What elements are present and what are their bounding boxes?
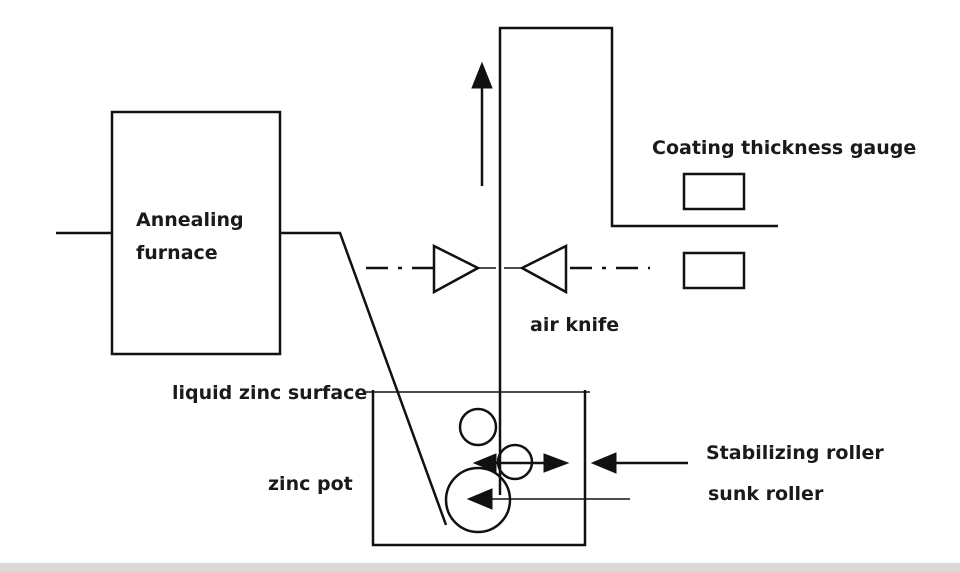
air-knife-label: air knife — [530, 314, 619, 336]
annealing-furnace-label-line2: furnace — [136, 242, 218, 264]
coating-gauge-lower-sensor — [682, 251, 746, 290]
coating-thickness-gauge-label: Coating thickness gauge — [652, 137, 916, 159]
bottom-border-bar — [0, 563, 960, 572]
coating-gauge-upper-sensor — [682, 172, 746, 211]
air-knife-right-nozzle — [519, 243, 568, 295]
liquid-zinc-surface-label: liquid zinc surface — [172, 382, 367, 404]
stabilizer-adjust-arrow-right-head — [543, 453, 570, 473]
strip-ascent-line — [498, 26, 778, 495]
annealing-furnace-label-line1: Annealing — [136, 209, 244, 231]
strip-descent-line — [280, 231, 448, 526]
zinc-pot-label: zinc pot — [268, 473, 353, 495]
air-knife-left-nozzle — [432, 243, 481, 295]
stabilizing-roller-pointer-head — [590, 452, 617, 474]
annealing-furnace-box — [110, 110, 282, 356]
stabilizer-adjust-arrow-left-head — [472, 453, 497, 473]
stabilizing-roller-label: Stabilizing roller — [706, 442, 884, 464]
sunk-roller-pointer-head — [466, 488, 493, 510]
upper-roller — [458, 407, 498, 447]
zinc-pot — [371, 390, 587, 547]
sunk-roller-label: sunk roller — [708, 483, 824, 505]
sunk-roller — [444, 466, 512, 534]
upward-travel-arrow-head — [471, 61, 493, 89]
